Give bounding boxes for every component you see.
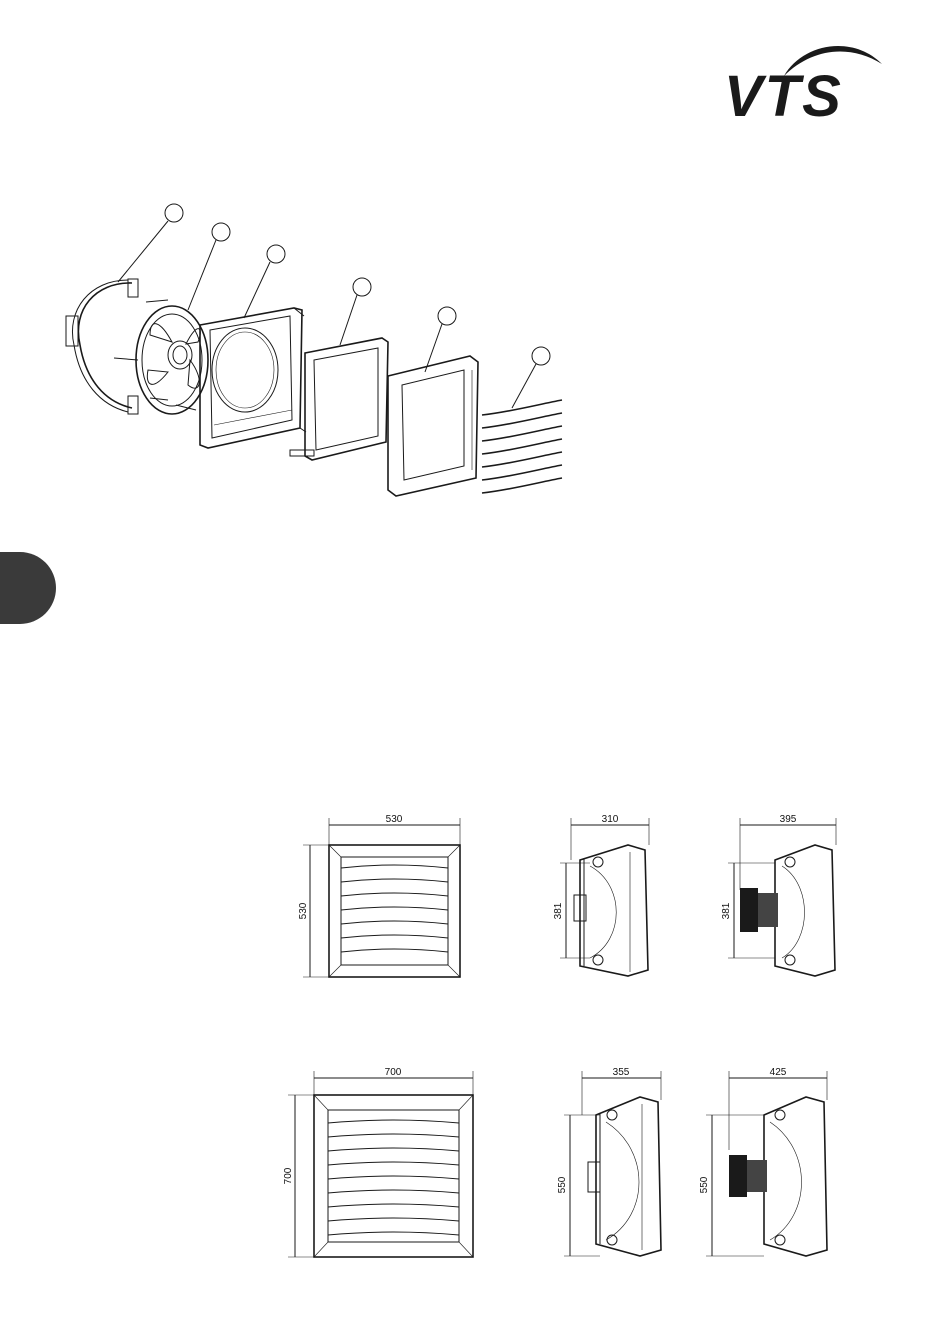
dim-width-label: 700 bbox=[385, 1067, 402, 1078]
dim-depth-label: 395 bbox=[780, 814, 797, 825]
casing bbox=[200, 308, 306, 448]
mounting-bracket bbox=[66, 279, 138, 414]
callout-4 bbox=[340, 278, 371, 345]
dim-width-label: 530 bbox=[386, 814, 403, 825]
front-frame bbox=[388, 356, 478, 496]
front-view-large: 700 700 bbox=[283, 1067, 473, 1257]
dim-height-label: 700 bbox=[283, 1167, 294, 1184]
side-view-b-small: 395 381 bbox=[721, 814, 836, 976]
callout-2 bbox=[188, 223, 230, 310]
callout-6 bbox=[512, 347, 550, 408]
side-view-a-large: 355 550 bbox=[557, 1067, 661, 1256]
dim-height-label: 550 bbox=[699, 1176, 710, 1193]
dim-depth-label: 425 bbox=[770, 1067, 787, 1078]
heat-exchanger bbox=[290, 338, 388, 460]
dim-height-label: 381 bbox=[721, 902, 732, 919]
callout-3 bbox=[244, 245, 285, 318]
callout-1 bbox=[118, 204, 183, 282]
dim-height-label: 381 bbox=[553, 902, 564, 919]
dim-height-label: 550 bbox=[557, 1176, 568, 1193]
louvres bbox=[482, 400, 562, 493]
side-view-a-small: 310 381 bbox=[553, 814, 649, 976]
callout-5 bbox=[425, 307, 456, 372]
side-view-b-large: 425 550 bbox=[699, 1067, 827, 1256]
dim-depth-label: 355 bbox=[613, 1067, 630, 1078]
front-view-small: 530 530 bbox=[298, 814, 460, 977]
exploded-view bbox=[66, 204, 562, 496]
dim-depth-label: 310 bbox=[602, 814, 619, 825]
dim-height-label: 530 bbox=[298, 902, 309, 919]
